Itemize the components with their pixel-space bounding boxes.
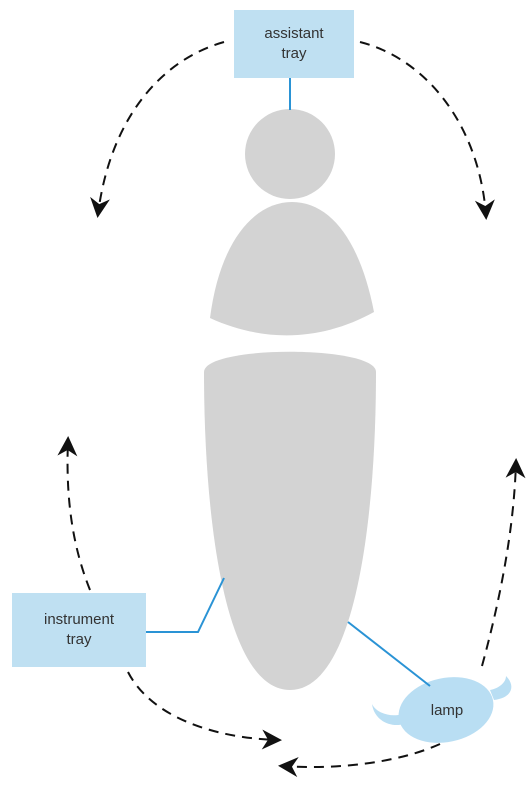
lamp-handle-right xyxy=(490,676,512,700)
lamp-label: lamp xyxy=(430,701,464,719)
patient-legs xyxy=(204,351,376,690)
instrument-tray-box: instrument tray xyxy=(12,593,146,667)
assistant-tray-box: assistant tray xyxy=(234,10,354,78)
arrow-lamp-up xyxy=(481,458,526,667)
arrow-assistant-right xyxy=(359,41,495,220)
arrow-instrument-up xyxy=(57,436,91,591)
instrument-tray-label-line1: instrument xyxy=(43,611,115,628)
patient-head xyxy=(245,109,335,199)
arrow-instrument-right xyxy=(127,671,282,750)
instrument-tray-label-line2: tray xyxy=(66,631,92,648)
patient-torso xyxy=(210,202,374,336)
assistant-tray-label-line2: tray xyxy=(281,45,307,62)
lamp-handle-left xyxy=(372,704,406,726)
instrument-tray-connector xyxy=(134,577,225,633)
arrow-lamp-left xyxy=(278,743,441,778)
assistant-tray-label-line1: assistant xyxy=(264,25,324,42)
lamp-connector xyxy=(347,621,431,687)
lamp-body xyxy=(398,677,494,743)
arrow-assistant-left xyxy=(90,41,225,218)
